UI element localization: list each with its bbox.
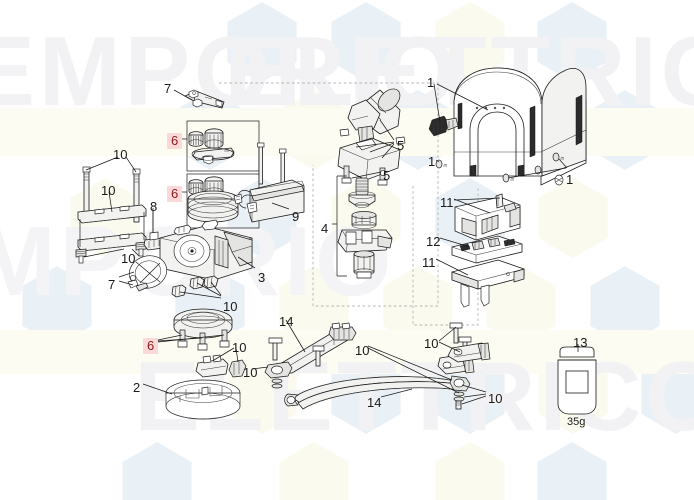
callout-13: 13 bbox=[573, 335, 588, 350]
callout-1: 1 bbox=[428, 154, 436, 169]
part-7-ring-clamp bbox=[127, 255, 168, 292]
callout-9: 9 bbox=[292, 209, 300, 224]
callout-6-highlighted: 6 bbox=[167, 133, 183, 149]
callout-1: 1 bbox=[566, 172, 574, 187]
callout-11: 11 bbox=[422, 255, 436, 270]
callout-7: 7 bbox=[108, 277, 116, 292]
callout-11: 11 bbox=[440, 195, 454, 210]
callout-10: 10 bbox=[121, 251, 136, 266]
callout-10: 10 bbox=[243, 365, 258, 380]
dashed-group-motor bbox=[219, 82, 439, 307]
callout-3: 3 bbox=[258, 270, 266, 285]
callout-14: 14 bbox=[279, 314, 294, 329]
callout-10: 10 bbox=[223, 299, 238, 314]
callout-8: 8 bbox=[150, 199, 158, 214]
callout-5: 5 bbox=[383, 168, 391, 183]
callout-10: 10 bbox=[355, 343, 370, 358]
callout-4: 4 bbox=[321, 221, 329, 236]
dashed-group-control bbox=[412, 186, 479, 326]
callout-1: 1 bbox=[427, 75, 435, 90]
pinion-gear-small-2 bbox=[188, 179, 204, 195]
callout-14: 14 bbox=[367, 395, 382, 410]
grease-weight-label: 35g bbox=[567, 416, 586, 428]
callout-10: 10 bbox=[424, 336, 439, 351]
callout-2: 2 bbox=[133, 380, 141, 395]
callout-10: 10 bbox=[113, 147, 128, 162]
callout-12: 12 bbox=[426, 234, 441, 249]
callout-10: 10 bbox=[232, 340, 247, 355]
callout-7: 7 bbox=[164, 81, 172, 96]
callout-6-highlighted: 6 bbox=[167, 186, 183, 202]
callout-6-highlighted: 6 bbox=[143, 338, 159, 354]
callout-10: 10 bbox=[101, 183, 116, 198]
callout-5: 5 bbox=[397, 138, 405, 153]
part-2-base-ring bbox=[165, 379, 241, 420]
callout-10: 10 bbox=[488, 391, 503, 406]
